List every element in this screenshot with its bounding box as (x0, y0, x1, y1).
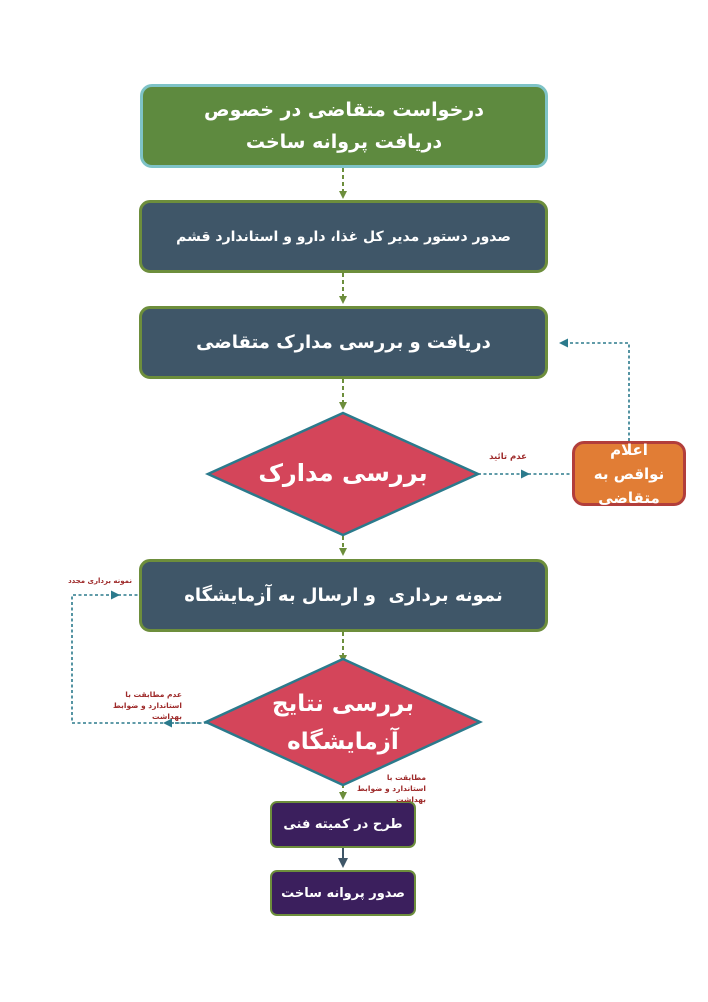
step-receive-docs: دریافت و بررسی مدارک متقاضی (139, 306, 548, 379)
step-committee-label: طرح در کمیته فنی (283, 817, 403, 832)
edge-label-non-compliance: عدم مطابقت با استاندارد و ضوابط بهداشت (113, 690, 182, 721)
step-announce-defects: اعلام نواقص به متقاضی (572, 441, 686, 507)
step-issue-permit: صدور پروانه ساخت (270, 870, 416, 916)
decision-diamond-lab (203, 657, 483, 787)
arrow-lab-to-resample (71, 590, 207, 724)
step-request-label: درخواست متقاضی در خصوص دریافت پروانه ساخ… (204, 99, 484, 153)
decision-docs-label: بررسی مدارک (243, 448, 443, 498)
edge-label-resample: نمونه برداری مجدد (68, 577, 132, 585)
step-order: صدور دستور مدیر کل غذا، دارو و استاندارد… (139, 200, 548, 273)
edge-label-compliance: مطابقت با استاندارد و ضوابط بهداشت (357, 773, 426, 804)
step-sampling: نمونه برداری و ارسال به آزمایشگاه (139, 559, 548, 632)
decision-diamond-docs (204, 411, 482, 537)
decision-lab-label: بررسی نتایج آزمایشگاه (263, 682, 423, 764)
step-issue-permit-label: صدور پروانه ساخت (281, 885, 405, 901)
step-receive-docs-label: دریافت و بررسی مدارک متقاضی (196, 332, 491, 353)
decision-lab-text: بررسی نتایج آزمایشگاه (272, 691, 414, 755)
step-order-label: صدور دستور مدیر کل غذا، دارو و استاندارد… (176, 228, 511, 245)
step-sampling-label: نمونه برداری و ارسال به آزمایشگاه (184, 585, 503, 606)
step-request: درخواست متقاضی در خصوص دریافت پروانه ساخ… (140, 84, 548, 168)
step-committee: طرح در کمیته فنی (270, 801, 416, 848)
arrow-defects-to-receive (559, 338, 630, 441)
decision-docs-text: بررسی مدارک (258, 459, 428, 487)
edge-label-not-approved: عدم تائید (489, 452, 527, 462)
step-announce-defects-label: اعلام نواقص به متقاضی (593, 440, 665, 507)
